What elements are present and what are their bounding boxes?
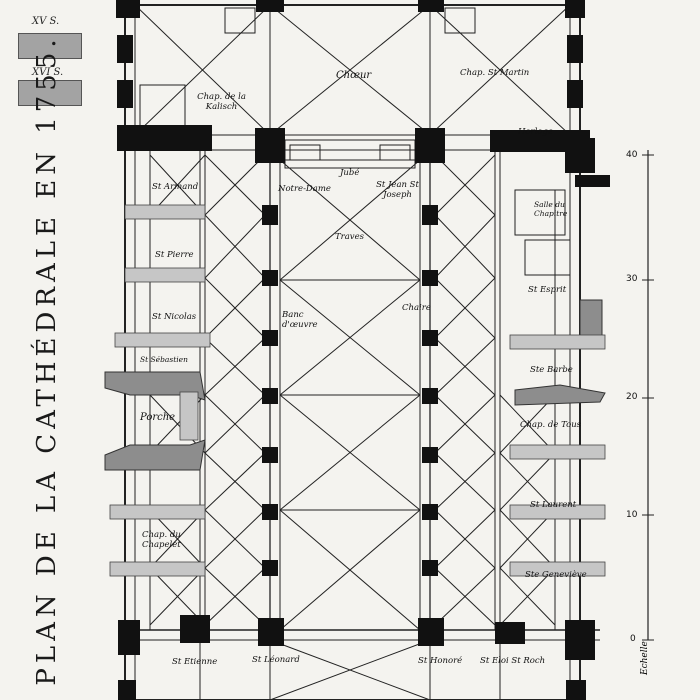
legend-label-xvi: XVI S. — [32, 67, 64, 78]
label-salle-chapitre: Salle du Chapitre — [534, 200, 568, 218]
scale-tick-30: 30 — [626, 274, 638, 284]
label-st-jean: St Jean St Joseph — [376, 180, 419, 200]
label-ste-genevieve: Ste Geneviève — [525, 570, 587, 580]
legend-xv: XV S. — [18, 0, 82, 62]
scale-name: Echelle — [640, 641, 650, 675]
label-banc-oeuvre: Banc d'œuvre — [282, 310, 318, 330]
page-title: PLAN DE LA CATHÉDRALE EN 1755. — [32, 34, 62, 686]
label-st-leonard: St Léonard — [252, 655, 300, 665]
scale-tick-10: 10 — [626, 510, 638, 520]
label-st-honore: St Honoré — [418, 656, 463, 666]
legend-swatch-xv — [18, 33, 82, 59]
label-st-esprit: St Esprit — [528, 285, 567, 295]
legend-label-xv: XV S. — [32, 16, 60, 27]
label-st-eloi: St Eloi St Roch — [480, 656, 546, 666]
label-st-laurent: St Laurent — [530, 500, 577, 510]
label-chap-chapelet: Chap. du Chapelet — [142, 530, 181, 550]
legend-xvi: XVI S. — [18, 62, 82, 112]
scale-tick-40: 40 — [626, 150, 638, 160]
legend-swatch-xvi — [18, 80, 82, 106]
label-chaire: Chaire — [402, 303, 431, 313]
label-horloge: Horloge — [518, 127, 553, 137]
label-st-nicolas: St Nicolas — [152, 312, 197, 322]
label-choeur: Chœur — [336, 70, 372, 81]
label-st-sebastien: St Sébastien — [140, 355, 188, 364]
label-chap-des-tous: Chap. de Tous — [520, 420, 582, 430]
scale-tick-20: 20 — [626, 392, 638, 402]
label-st-pierre: St Pierre — [155, 250, 194, 260]
label-st-armand: St Armand — [152, 182, 199, 192]
title-box: PLAN DE LA CATHÉDRALE EN 1755. — [22, 34, 72, 685]
label-porche: Porche — [140, 412, 176, 423]
label-ste-barbe: Ste Barbe — [530, 365, 573, 375]
label-traves: Traves — [335, 232, 364, 242]
scale-tick-0: 0 — [630, 634, 636, 644]
label-jube: Jubé — [340, 168, 360, 178]
label-chap-kalish: Chap. de la Kalisch — [197, 92, 246, 112]
label-st-etienne: St Etienne — [172, 657, 218, 667]
label-notre-dame: Notre-Dame — [278, 184, 331, 194]
label-chap-martin: Chap. St Martin — [460, 68, 530, 78]
